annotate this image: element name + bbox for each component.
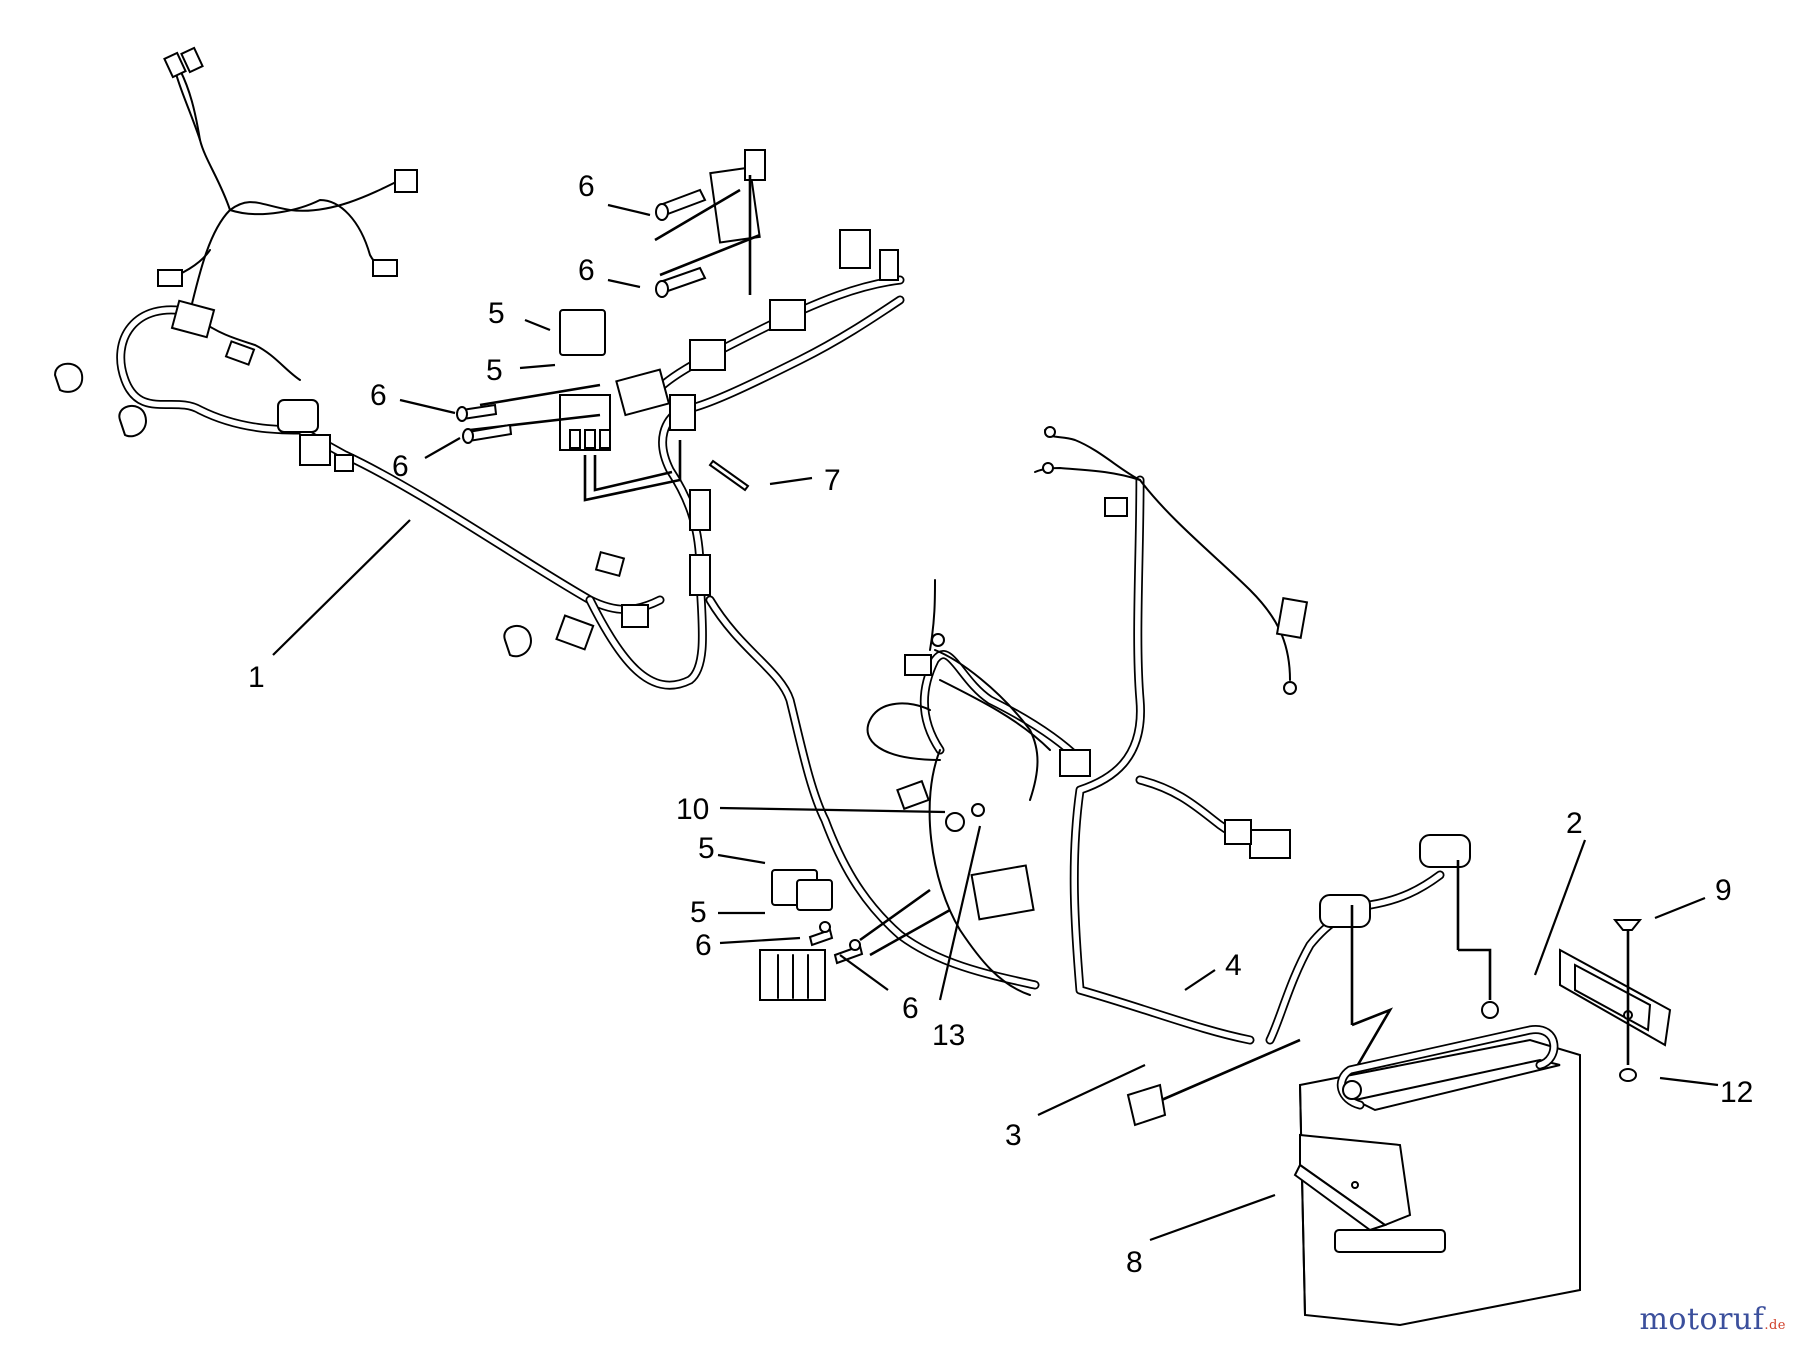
callout-6-d: 6	[392, 450, 409, 483]
main-wire-harness	[116, 69, 1040, 990]
harness-clamps-left	[53, 362, 711, 658]
middle-wire-harness	[866, 579, 1091, 996]
callout-labels: 1 2 3 4 5 5 5 5 6 6 6 6 6 6 7 8 9 10 12 …	[248, 170, 1753, 1279]
callout-6-f: 6	[902, 992, 919, 1025]
callout-12: 12	[1720, 1076, 1753, 1109]
callout-5-a: 5	[488, 297, 505, 330]
right-wire-harness	[1034, 426, 1309, 1045]
callout-8: 8	[1126, 1246, 1143, 1279]
watermark-logo: motoruf.de	[1639, 1302, 1786, 1337]
leader-lines	[272, 203, 1719, 1242]
callout-10: 10	[676, 793, 709, 826]
battery-hold-down	[1293, 1133, 1412, 1232]
callout-3: 3	[1005, 1119, 1022, 1152]
battery	[1298, 1001, 1581, 1327]
callout-4: 4	[1225, 949, 1242, 982]
callout-5-c: 5	[698, 832, 715, 865]
battery-cables	[1126, 834, 1492, 1127]
callout-7: 7	[824, 464, 841, 497]
callout-9: 9	[1715, 874, 1732, 907]
assembly-lines	[469, 175, 761, 502]
screws-upper	[456, 188, 750, 492]
watermark-suffix: .de	[1764, 1318, 1786, 1333]
upper-harness-bracket	[559, 149, 905, 531]
watermark-text: motoruf	[1639, 1302, 1765, 1337]
battery-bracket	[1559, 919, 1672, 1082]
upper-left-connectors	[157, 46, 418, 472]
callout-5-d: 5	[690, 896, 707, 929]
callout-2: 2	[1566, 807, 1583, 840]
callout-5-b: 5	[486, 354, 503, 387]
lower-relays-fuse-block	[759, 869, 951, 1001]
callout-6-e: 6	[695, 929, 712, 962]
callout-1: 1	[248, 661, 265, 694]
callout-6-b: 6	[578, 254, 595, 287]
callout-13: 13	[932, 1019, 965, 1052]
callout-6-a: 6	[578, 170, 595, 203]
callout-6-c: 6	[370, 379, 387, 412]
